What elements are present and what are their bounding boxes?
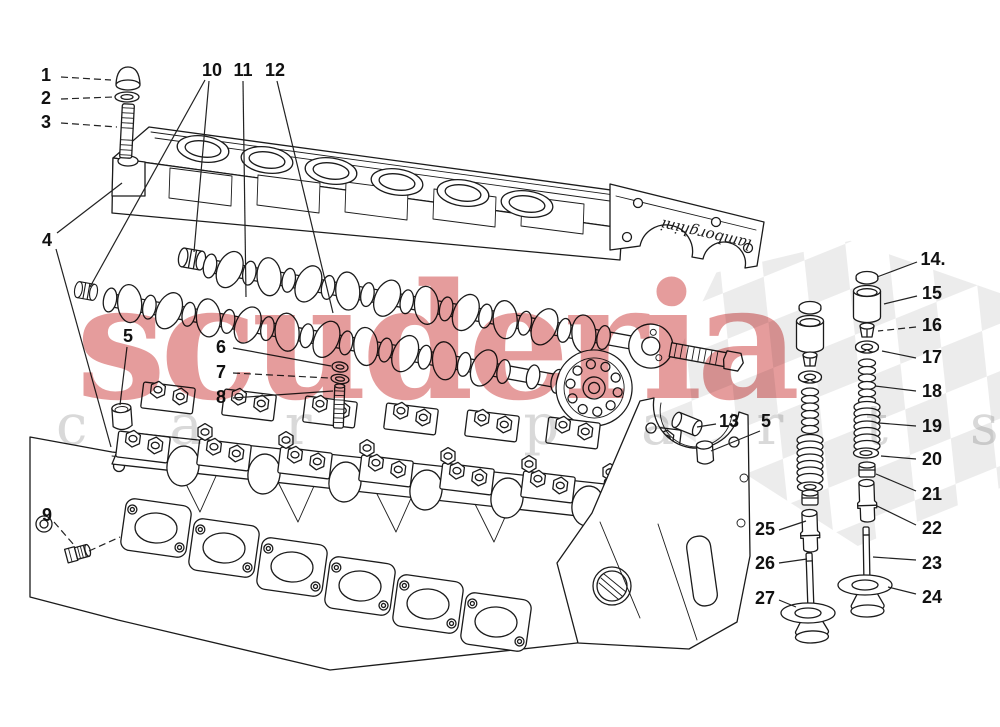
callout-7: 7	[216, 362, 226, 382]
leader-line-4	[56, 182, 123, 234]
leader-line-7	[232, 372, 330, 379]
camshaft-lower-drawing	[100, 279, 633, 427]
camshaft-end-plug-lower	[72, 280, 100, 302]
camshaft-upper-drawing	[200, 245, 744, 372]
leader-line-27	[778, 599, 797, 608]
callout-16: 16	[922, 315, 942, 335]
spark-plug-ports	[176, 134, 554, 219]
leader-line-22	[874, 504, 917, 526]
leader-line-9	[53, 521, 75, 546]
leader-line-26	[778, 558, 808, 564]
callout-27: 27	[755, 588, 775, 608]
camshaft-drilled-flange	[555, 349, 633, 427]
leader-line-17	[881, 350, 917, 359]
leader-line-20	[880, 455, 917, 460]
callout-1: 1	[41, 65, 51, 85]
leader-line-19	[878, 422, 917, 427]
leader-line-2	[60, 96, 114, 100]
leader-line-3	[60, 122, 118, 128]
callout-10: 10	[202, 60, 222, 80]
callout-4: 4	[42, 230, 52, 250]
leader-line-18	[874, 385, 917, 392]
callout-24: 24	[922, 587, 942, 607]
leader-line-23	[872, 556, 917, 561]
callout-17: 17	[922, 347, 942, 367]
callout-6: 6	[216, 337, 226, 357]
leader-line-8	[232, 390, 334, 399]
leader-line-9	[88, 536, 121, 552]
seal-ring-part-6	[331, 361, 349, 373]
cylinder-head-drawing	[29, 380, 751, 671]
coil-cover-badge: lamborghini	[609, 183, 765, 269]
callout-11: 11	[233, 60, 252, 80]
leader-line-11	[242, 80, 247, 298]
leader-line-12	[276, 80, 334, 314]
valve-cover-drawing: lamborghini	[111, 126, 765, 269]
tappet-part-5-left	[111, 402, 133, 431]
plug-part-9	[63, 543, 92, 564]
callout-9: 9	[42, 505, 52, 525]
leader-line-5	[119, 346, 128, 406]
leader-line-25	[778, 520, 807, 531]
callout-15: 15	[922, 283, 942, 303]
cap-nut-part-1	[115, 66, 141, 91]
leader-line-5	[710, 430, 761, 452]
leader-line-24	[887, 586, 917, 595]
deck-pockets	[166, 445, 605, 527]
dowel-bushing-part-13	[671, 411, 703, 437]
leader-line-16	[877, 326, 917, 332]
leader-line-10	[193, 80, 210, 253]
callout-20: 20	[922, 449, 942, 469]
leader-line-13	[696, 423, 717, 428]
valve-assembly-left	[780, 300, 836, 645]
callout-12: 12	[265, 60, 285, 80]
leader-line-14.	[876, 261, 918, 278]
callout-23: 23	[922, 553, 942, 573]
camshaft-flange-and-bolt	[628, 323, 744, 372]
leader-line-21	[875, 473, 917, 492]
callout-13: 13	[719, 411, 739, 431]
callout-5: 5	[123, 326, 133, 346]
callout-3: 3	[41, 112, 51, 132]
callout-19: 19	[922, 416, 942, 436]
callout-25: 25	[755, 519, 775, 539]
callout-21: 21	[922, 484, 942, 504]
callout-26: 26	[755, 553, 775, 573]
washer-part-2	[114, 91, 140, 103]
callout-8: 8	[216, 387, 226, 407]
tappet-part-5-right	[695, 440, 715, 465]
leader-line-10	[89, 79, 206, 288]
leader-line-4	[55, 248, 112, 448]
callout-18: 18	[922, 381, 942, 401]
callout-14.: 14.	[920, 249, 945, 269]
callout-5: 5	[761, 411, 771, 431]
stud-part-8	[332, 383, 346, 429]
callout-22: 22	[922, 518, 942, 538]
washer-part-7	[330, 373, 350, 385]
stud-part-3	[119, 103, 135, 159]
leader-line-6	[232, 347, 332, 367]
leader-line-1	[60, 76, 112, 81]
valve-assembly-right	[837, 270, 893, 618]
leader-line-15	[883, 295, 918, 305]
callout-2: 2	[41, 88, 51, 108]
camshaft-end-plug-upper	[176, 246, 208, 272]
